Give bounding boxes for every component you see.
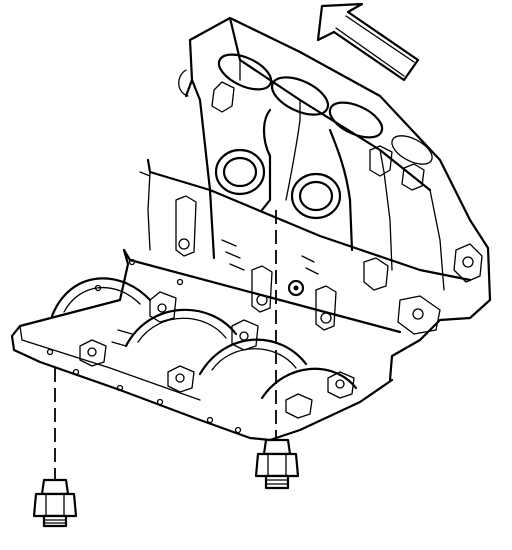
knock-sensor-center	[254, 438, 300, 490]
direction-arrow-icon	[316, 2, 420, 82]
engine-block	[10, 16, 492, 442]
knock-sensor-left	[32, 478, 78, 528]
